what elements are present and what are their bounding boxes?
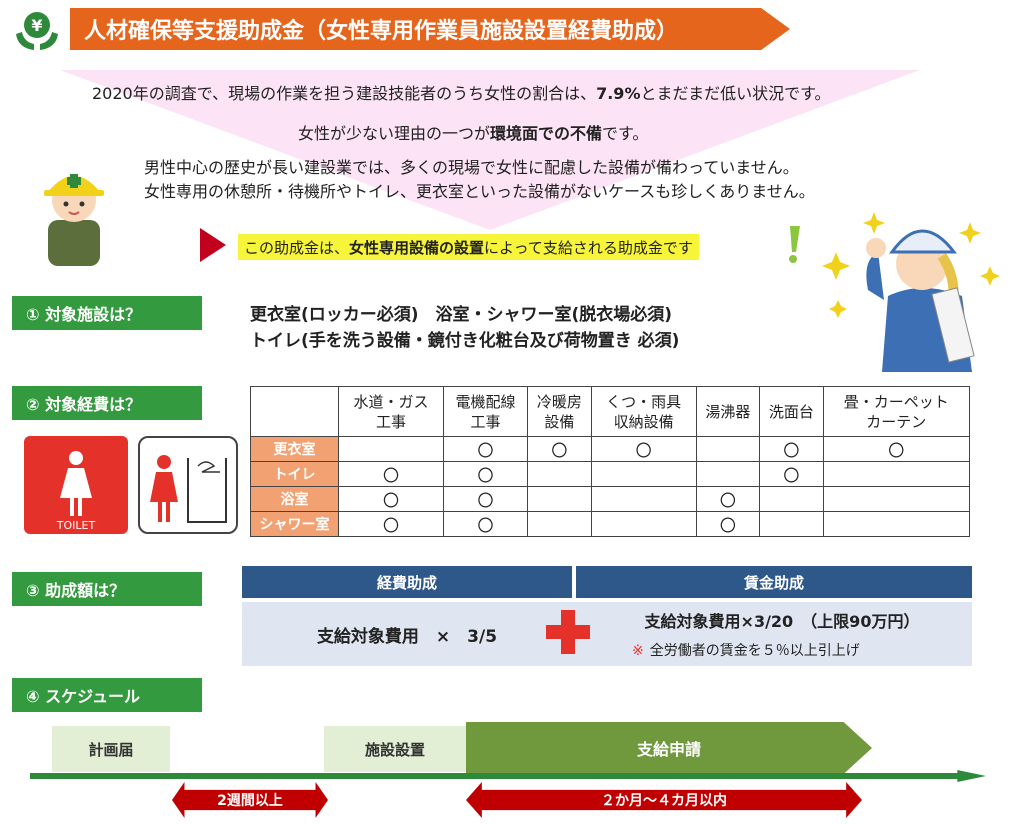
table-cell <box>338 436 444 462</box>
male-worker-illustration <box>36 156 112 266</box>
col-header-sink: 洗面台 <box>759 386 824 437</box>
eligible-mark: 〇 <box>338 511 444 537</box>
eligible-mark: 〇 <box>759 461 824 487</box>
col-header-water-heater: 湯沸器 <box>695 386 761 437</box>
schedule-step-install: 施設設置 <box>324 726 466 772</box>
table-cell <box>527 461 592 487</box>
timeline-arrow <box>30 770 986 782</box>
wage-subsidy-note: ※全労働者の賃金を５％以上引上げ <box>632 643 860 659</box>
subsidy-amount-panel: 経費助成 賃金助成 支給対象費用 × 3/5 支給対象費用×3/20 （上限90… <box>242 566 972 666</box>
eligible-mark: 〇 <box>338 461 444 487</box>
section-heading-facilities: ① 対象施設は？ <box>12 296 202 330</box>
eligible-mark: 〇 <box>442 461 529 487</box>
eligible-mark: 〇 <box>442 511 529 537</box>
facility-line-1: 更衣室(ロッカー必須) 浴室・シャワー室(脱衣場必須) <box>250 305 673 325</box>
table-cell <box>590 486 697 512</box>
eligible-mark: 〇 <box>759 436 824 462</box>
intro-line-2: 女性が少ない理由の一つが環境面での不備です。 <box>298 124 649 143</box>
eligible-mark: 〇 <box>442 436 529 462</box>
row-header-toilet: トイレ <box>250 461 339 487</box>
women-toilet-icon: TOILET <box>24 436 128 534</box>
table-row: トイレ 〇 〇 〇 <box>250 461 971 487</box>
col-header-water-gas: 水道・ガス工事 <box>338 386 444 437</box>
page-title: 人材確保等支援助成金（女性専用作業員施設設置経費助成） <box>70 8 790 50</box>
eligible-mark: 〇 <box>822 436 971 462</box>
intro-line-3: 男性中心の歴史が長い建設業では、多くの現場で女性に配慮した設備が備わっていません… <box>144 158 799 177</box>
table-cell <box>695 461 761 487</box>
intro-line-4: 女性専用の休憩所・待機所やトイレ、更衣室といった設備がないケースも珍しくありませ… <box>144 182 815 201</box>
table-cell <box>590 511 697 537</box>
expense-subsidy-formula: 支給対象費用 × 3/5 <box>316 627 498 647</box>
interval-arrow-two-weeks: 2週間以上 <box>172 782 328 818</box>
section-heading-schedule: ④ スケジュール <box>12 678 202 712</box>
wage-subsidy-header: 賃金助成 <box>576 566 972 598</box>
exclamation-icon <box>782 224 804 264</box>
row-header-changing-room: 更衣室 <box>250 436 339 462</box>
eligible-mark: 〇 <box>695 511 761 537</box>
table-cell <box>695 436 761 462</box>
intro-line-1: 2020年の調査で、現場の作業を担う建設技能者のうち女性の割合は、7.9%とまだ… <box>92 84 831 103</box>
table-cell <box>822 486 971 512</box>
highlight-arrow-icon <box>200 228 226 262</box>
yen-hands-logo-icon: ¥ <box>12 8 62 54</box>
wage-subsidy-formula: 支給対象費用×3/20 （上限90万円） <box>644 612 920 631</box>
table-row: 更衣室 〇 〇 〇 〇 〇 <box>250 436 971 462</box>
table-cell <box>527 486 592 512</box>
table-cell <box>759 511 824 537</box>
eligible-mark: 〇 <box>695 486 761 512</box>
eligible-mark: 〇 <box>338 486 444 512</box>
table-cell <box>822 511 971 537</box>
col-header-shoe-storage: くつ・雨具収納設備 <box>590 386 697 437</box>
table-cell <box>590 461 697 487</box>
eligible-mark: 〇 <box>590 436 697 462</box>
expense-subsidy-header: 経費助成 <box>242 566 572 598</box>
eligible-mark: 〇 <box>527 436 592 462</box>
row-header-shower-room: シャワー室 <box>250 511 339 537</box>
highlight-message: この助成金は、女性専用設備の設置によって支給される助成金です <box>238 234 699 260</box>
table-cell <box>759 486 824 512</box>
col-header-tatami-carpet: 畳・カーペットカーテン <box>822 386 971 437</box>
svg-text:¥: ¥ <box>31 16 42 35</box>
changing-room-icon <box>138 436 238 534</box>
schedule-step-apply: 支給申請 <box>466 722 872 774</box>
eligible-cost-table: 水道・ガス工事 電機配線工事 冷暖房設備 くつ・雨具収納設備 湯沸器 洗面台 畳… <box>250 386 971 537</box>
plus-icon <box>546 610 590 654</box>
interval-arrow-two-to-four-months: ２か月～４カ月以内 <box>466 782 862 818</box>
col-header-hvac: 冷暖房設備 <box>527 386 592 437</box>
amount-body <box>242 602 972 666</box>
table-row: 浴室 〇 〇 〇 <box>250 486 971 512</box>
section-heading-costs: ② 対象経費は？ <box>12 386 202 420</box>
female-worker-illustration <box>822 200 1008 372</box>
row-header-bathroom: 浴室 <box>250 486 339 512</box>
section-heading-amount: ③ 助成額は？ <box>12 572 202 606</box>
facility-line-2: トイレ(手を洗う設備・鏡付き化粧台及び荷物置き 必須) <box>250 331 680 351</box>
table-cell <box>822 461 971 487</box>
table-corner <box>250 386 339 437</box>
table-row: シャワー室 〇 〇 〇 <box>250 511 971 537</box>
eligible-mark: 〇 <box>442 486 529 512</box>
schedule-step-plan: 計画届 <box>52 726 170 772</box>
toilet-label: TOILET <box>56 519 96 532</box>
table-cell <box>527 511 592 537</box>
col-header-electrical: 電機配線工事 <box>442 386 529 437</box>
